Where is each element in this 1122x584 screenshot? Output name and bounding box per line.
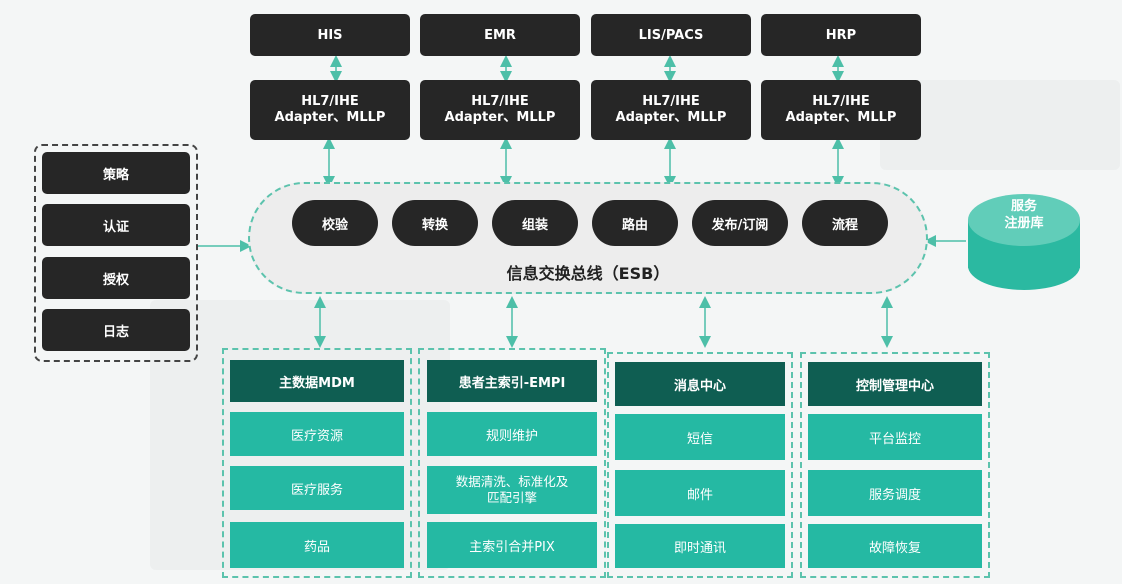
module-mdm-group: [222, 348, 412, 578]
bus-assemble: 组装: [492, 200, 578, 246]
mdm-item-drugs: 药品: [230, 522, 404, 568]
registry-label: 服务 注册库: [1004, 199, 1044, 231]
msg-item-im: 即时通讯: [615, 524, 785, 568]
bus-route: 路由: [592, 200, 678, 246]
system-hrp: HRP: [761, 14, 921, 56]
bus-transform: 转换: [392, 200, 478, 246]
adapter-emr: HL7/IHE Adapter、MLLP: [420, 80, 580, 140]
adapter-his: HL7/IHE Adapter、MLLP: [250, 80, 410, 140]
module-mdm-title: 主数据MDM: [230, 360, 404, 402]
mdm-item-resources: 医疗资源: [230, 412, 404, 456]
ctrl-item-recovery: 故障恢复: [808, 524, 982, 568]
msg-item-sms: 短信: [615, 414, 785, 460]
msg-item-email: 邮件: [615, 470, 785, 516]
module-msg-title: 消息中心: [615, 362, 785, 406]
ctrl-item-schedule: 服务调度: [808, 470, 982, 516]
security-authorization: 授权: [42, 257, 190, 299]
ctrl-item-monitor: 平台监控: [808, 414, 982, 460]
security-policy: 策略: [42, 152, 190, 194]
bus-workflow: 流程: [802, 200, 888, 246]
module-ctrl-title: 控制管理中心: [808, 362, 982, 406]
empi-item-rules: 规则维护: [427, 412, 597, 456]
module-ctrl-group: [800, 352, 990, 578]
adapter-hrp: HL7/IHE Adapter、MLLP: [761, 80, 921, 140]
module-empi-group: [418, 348, 606, 578]
adapter-lis-pacs: HL7/IHE Adapter、MLLP: [591, 80, 751, 140]
security-auth: 认证: [42, 204, 190, 246]
empi-item-pix: 主索引合并PIX: [427, 522, 597, 568]
security-panel: [34, 144, 198, 362]
system-his: HIS: [250, 14, 410, 56]
module-empi-title: 患者主索引-EMPI: [427, 360, 597, 402]
mdm-item-services: 医疗服务: [230, 466, 404, 510]
bus-pubsub: 发布/订阅: [692, 200, 788, 246]
system-lis-pacs: LIS/PACS: [591, 14, 751, 56]
bus-validate: 校验: [292, 200, 378, 246]
bus-label: 信息交换总线（ESB）: [506, 264, 670, 283]
registry-cylinder-top: [968, 194, 1080, 246]
module-msg-group: [607, 352, 793, 578]
empi-item-cleansing: 数据清洗、标准化及 匹配引擎: [427, 466, 597, 514]
security-log: 日志: [42, 309, 190, 351]
system-emr: EMR: [420, 14, 580, 56]
